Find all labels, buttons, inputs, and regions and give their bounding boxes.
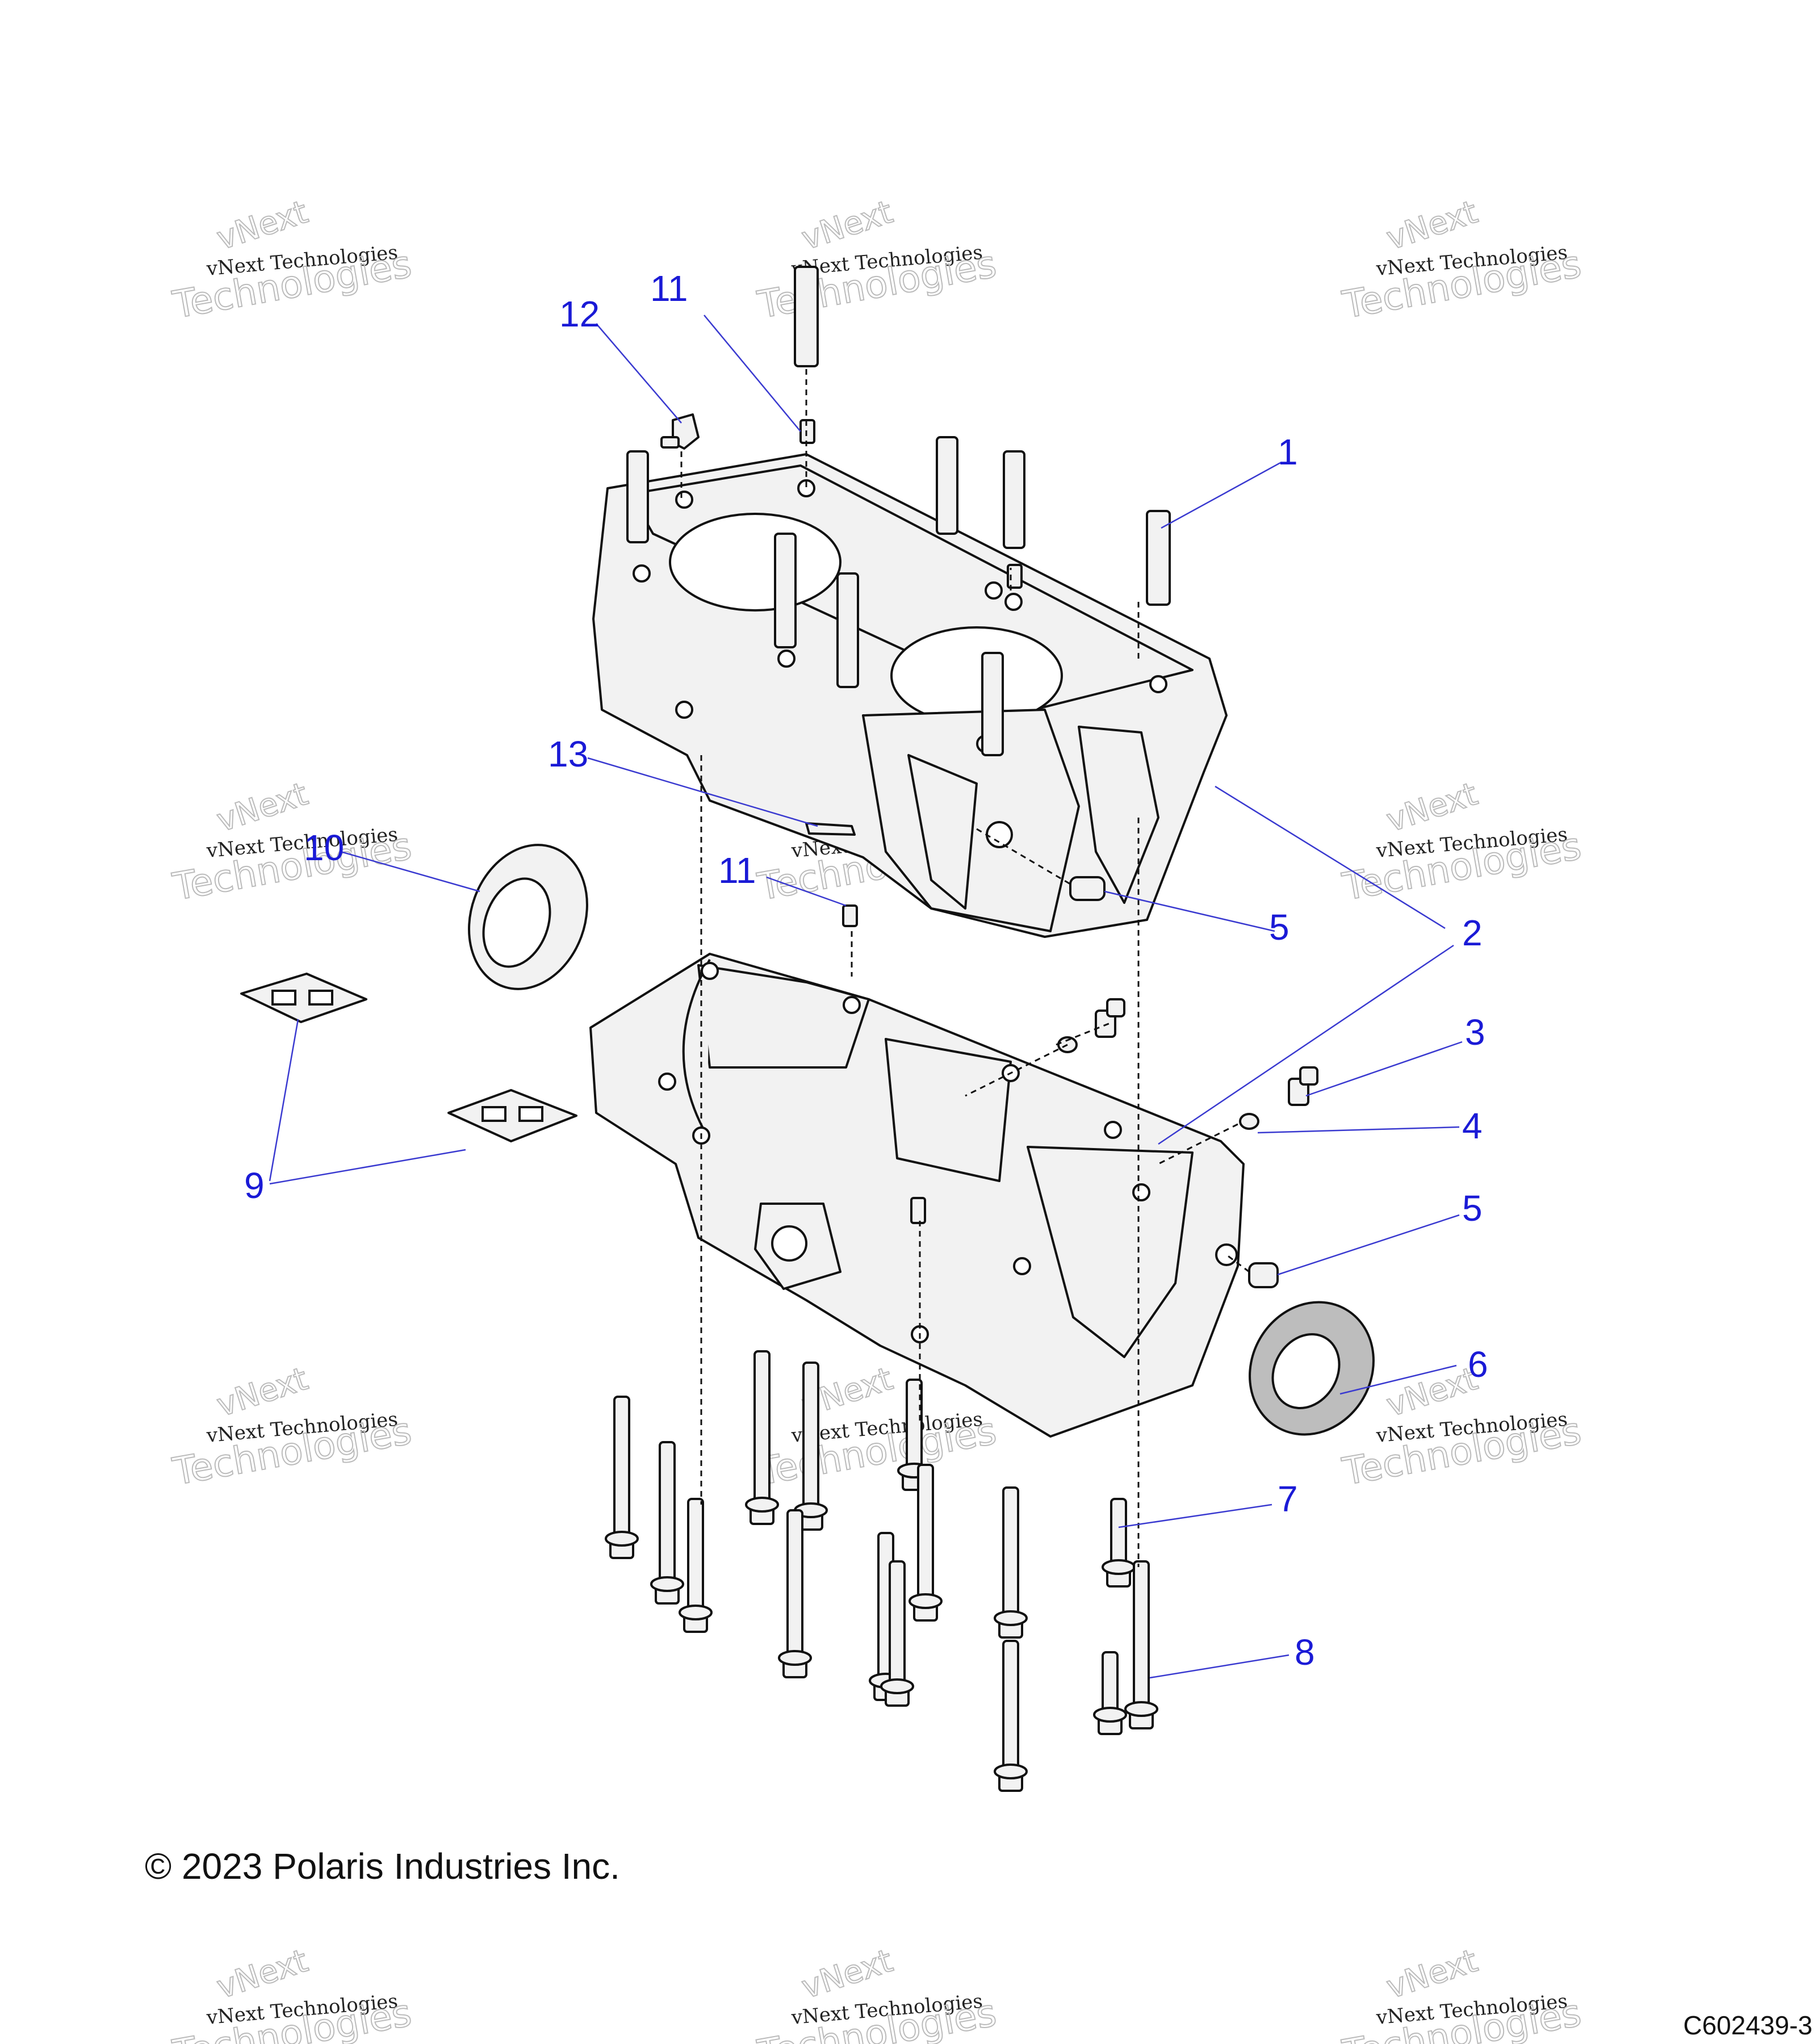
lower-crankcase [589, 904, 1245, 1438]
drawing-number: C602439-3 [1683, 2011, 1812, 2040]
bolt [1102, 1498, 1136, 1588]
bolt [650, 1441, 684, 1605]
callout-5-upper: 5 [1269, 907, 1290, 948]
callout-11-lower: 11 [718, 850, 756, 891]
bolt [994, 1486, 1028, 1639]
small-parts [240, 844, 1375, 1436]
callout-labels: 1 2 3 4 5 5 6 7 8 9 10 11 11 12 13 [244, 268, 1488, 1673]
callout-10: 10 [304, 827, 344, 868]
bolt [605, 1396, 639, 1559]
callout-11-upper: 11 [650, 268, 688, 309]
svg-text:vNext: vNext [797, 1942, 897, 2006]
bolt [1124, 1560, 1158, 1729]
callout-6: 6 [1468, 1344, 1488, 1385]
svg-text:vNext: vNext [1382, 1360, 1482, 1424]
svg-text:vNext: vNext [1382, 1942, 1482, 2006]
copyright-notice: © 2023 Polaris Industries Inc. [145, 1846, 620, 1887]
leader-lines [269, 315, 1463, 1679]
bolt [994, 1640, 1028, 1792]
bolt [1093, 1651, 1127, 1735]
callout-13: 13 [548, 734, 588, 774]
bolt [880, 1560, 914, 1707]
svg-text:vNext: vNext [212, 1942, 312, 2006]
bolt [679, 1498, 713, 1633]
svg-text:vNext: vNext [797, 194, 897, 257]
svg-text:vNext: vNext [212, 1360, 312, 1424]
callout-8: 8 [1295, 1632, 1315, 1673]
bolt [794, 1362, 828, 1531]
bolt [909, 1464, 943, 1622]
bolt [897, 1379, 931, 1491]
callout-2: 2 [1462, 912, 1483, 953]
callout-12: 12 [559, 294, 600, 334]
callout-3: 3 [1465, 1012, 1485, 1053]
callout-7: 7 [1278, 1478, 1298, 1519]
svg-text:vNext: vNext [1382, 194, 1482, 257]
svg-text:vNext: vNext [212, 776, 312, 839]
callout-5-lower: 5 [1462, 1188, 1483, 1229]
crankcase-bolts [605, 1350, 1158, 1792]
alignment-lines [680, 369, 1250, 1567]
bolt [745, 1350, 779, 1525]
callout-9: 9 [244, 1165, 265, 1206]
upper-crankcase [592, 266, 1228, 938]
callout-4: 4 [1462, 1105, 1483, 1146]
callout-1: 1 [1278, 432, 1298, 472]
svg-text:vNext: vNext [212, 194, 312, 257]
svg-text:vNext: vNext [1382, 776, 1482, 839]
bolt [778, 1509, 812, 1678]
